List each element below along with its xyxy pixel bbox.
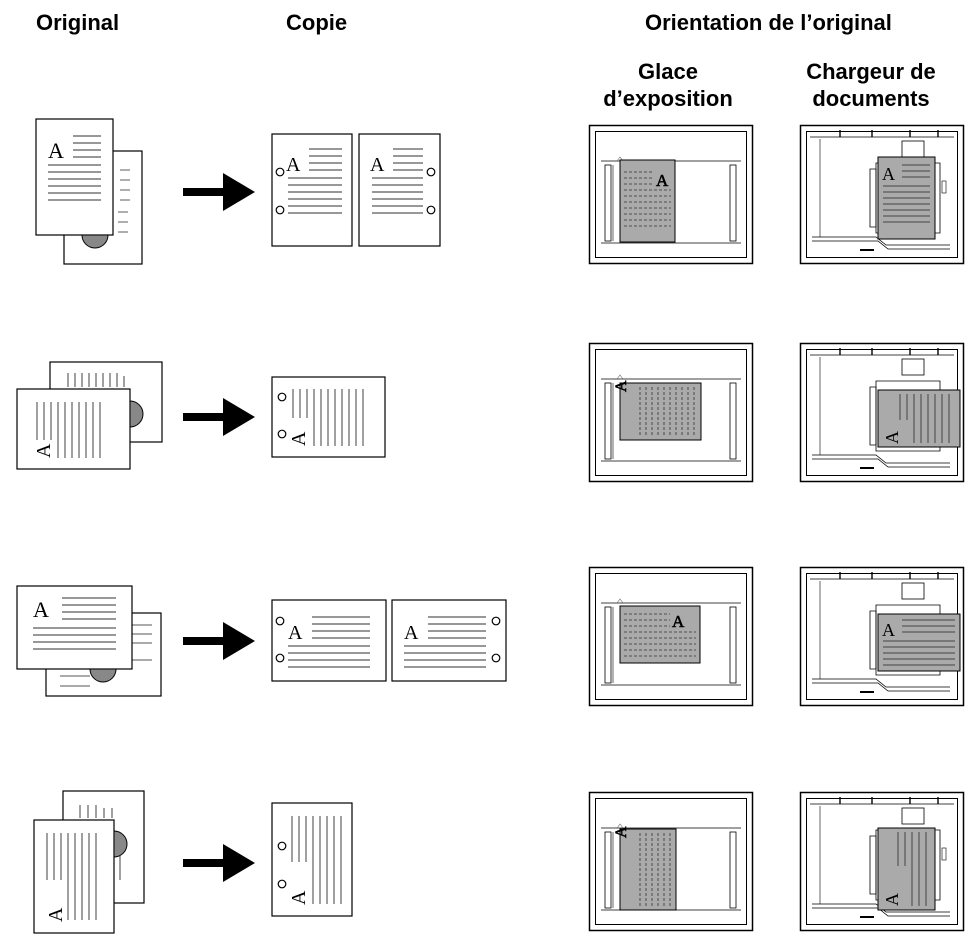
row1-feeder-glyph: A [882, 164, 895, 184]
row1-copy-glyph-1: A [286, 154, 301, 176]
row3-copy-glyph-2: A [404, 622, 419, 644]
row3-feeder-glyph: A [882, 620, 895, 640]
row1-copy-glyph-2: A [370, 154, 385, 176]
row2-glass-glyph: A [613, 380, 630, 392]
header-chargeur-line2: documents [812, 86, 930, 111]
row2-arrow-icon [183, 398, 255, 436]
row2-glass: A [588, 342, 754, 483]
row1-copy: A A [271, 133, 441, 247]
row1-glass-glyph: A [656, 171, 669, 190]
header-chargeur-line1: Chargeur de [806, 59, 936, 84]
header-copie: Copie [286, 10, 348, 35]
row1-original: A [35, 118, 143, 265]
row1-arrow-icon [183, 173, 255, 211]
row2-feeder: A [799, 342, 965, 483]
row4-arrow-icon [183, 844, 255, 882]
row4-copy-glyph: A [288, 890, 310, 905]
row4-glass: A [588, 791, 754, 932]
row3-glass: A [588, 566, 754, 707]
row3-original-glyph: A [33, 597, 49, 622]
row2-feeder-glyph: A [882, 431, 902, 444]
row2-copy-glyph: A [288, 431, 310, 446]
row3-original: A [16, 585, 162, 697]
row2-original-glyph: A [33, 443, 55, 458]
header-chargeur: Chargeur de documents [786, 58, 956, 112]
row1-glass: A [588, 124, 754, 265]
row3-copy-glyph-1: A [288, 622, 303, 644]
header-glace-line2: d’exposition [603, 86, 733, 111]
row1-original-glyph: A [48, 138, 64, 163]
row2-copy: A [271, 376, 386, 458]
header-orientation: Orientation de l’original [645, 10, 892, 35]
row3-arrow-icon [183, 622, 255, 660]
row4-feeder: A [799, 791, 965, 932]
row3-feeder: A [799, 566, 965, 707]
row2-original: A [16, 361, 163, 470]
row4-glass-glyph: A [613, 826, 630, 838]
row4-original-glyph: A [45, 907, 67, 922]
header-glace-line1: Glace [638, 59, 698, 84]
header-original: Original [36, 10, 120, 35]
row4-feeder-glyph: A [882, 893, 902, 906]
header-glace: Glace d’exposition [588, 58, 748, 112]
row3-glass-glyph: A [672, 612, 685, 631]
row4-copy: A [271, 802, 353, 917]
row1-feeder: A [799, 124, 965, 265]
row3-copy: A A [271, 599, 507, 682]
row4-original: A [33, 790, 145, 934]
